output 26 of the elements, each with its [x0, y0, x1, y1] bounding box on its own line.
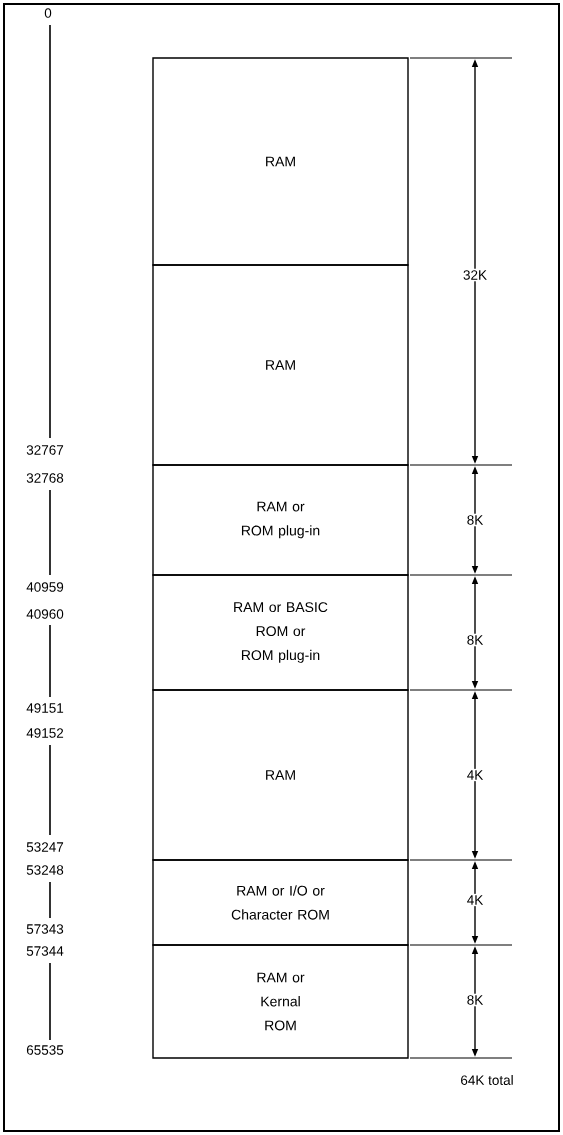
memory-block: RAM or BASIC ROM or ROM plug-in: [152, 574, 409, 691]
memory-block: RAM: [152, 264, 409, 466]
memory-block: RAM: [152, 57, 409, 266]
dimension-label: 8K: [465, 513, 485, 527]
dimension-label: 4K: [465, 893, 485, 907]
dimension-label: 4K: [465, 768, 485, 782]
address-label: 32767: [26, 445, 64, 455]
memory-block: RAM or Kernal ROM: [152, 944, 409, 1059]
address-label: 40960: [26, 609, 64, 619]
address-label: 40959: [26, 582, 64, 592]
memory-block: RAM or ROM plug-in: [152, 464, 409, 576]
memory-block: RAM or I/O or Character ROM: [152, 859, 409, 946]
address-label: 53248: [26, 865, 64, 875]
address-label: 53247: [26, 842, 64, 852]
total-label: 64K total: [461, 1075, 513, 1085]
dimension-label: 32K: [461, 268, 489, 282]
dimension-label: 8K: [465, 993, 485, 1007]
address-label: 49152: [26, 728, 64, 738]
address-label: 0: [44, 8, 52, 18]
address-label: 57343: [26, 924, 64, 934]
address-label: 32768: [26, 473, 64, 483]
address-label: 57344: [26, 946, 64, 956]
dimension-label: 8K: [465, 633, 485, 647]
address-label: 49151: [26, 703, 64, 713]
memory-block: RAM: [152, 689, 409, 861]
address-label: 65535: [26, 1045, 64, 1055]
